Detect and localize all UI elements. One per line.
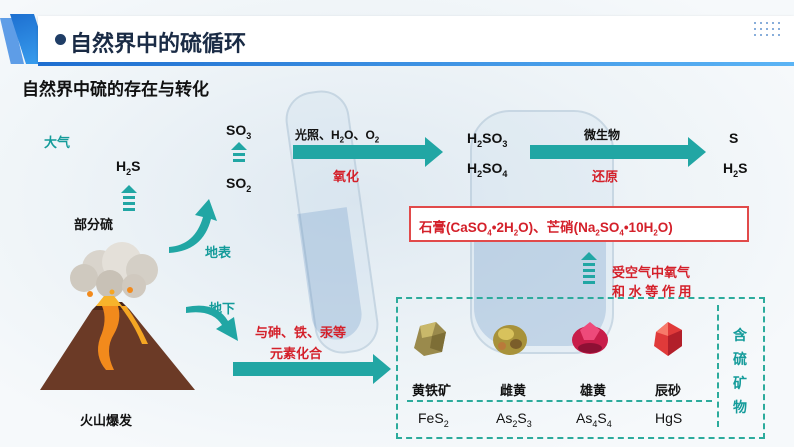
sulfur-minerals-box — [396, 297, 765, 439]
bullet-dot — [55, 34, 66, 45]
curved-arrow-surface — [169, 199, 217, 253]
reaction1-condition: 光照、H2O、O2 — [295, 128, 380, 145]
reaction2-condition: 微生物 — [584, 128, 621, 142]
volcano-label: 火山爆发 — [80, 413, 133, 428]
side-label-4: 物 — [733, 399, 747, 415]
atmosphere-label: 大气 — [44, 135, 71, 150]
volcano-illustration — [40, 242, 195, 390]
h2s-right: H2S — [723, 160, 748, 179]
oxygen-water-line2: 和 水 等 作 用 — [612, 284, 692, 299]
curved-arrow-underground — [186, 305, 238, 341]
oxygen-water-line1: 受空气中氧气 — [612, 265, 691, 280]
header: 自然界中的硫循环 — [0, 0, 794, 70]
header-bar — [38, 16, 794, 66]
arrow-to-minerals — [233, 354, 391, 384]
h2so3-label: H2SO3 — [467, 130, 508, 149]
gypsum-mirabilite-text: 石膏(CaSO4•2H2O)、芒硝(Na2SO4•10H2O) — [419, 220, 673, 238]
partial-sulfur-label: 部分硫 — [74, 217, 114, 232]
volcano-mountain — [40, 310, 195, 390]
formula-realgar: As4S4 — [576, 410, 612, 429]
orpiment-mineral-image — [493, 325, 527, 355]
formula-orpiment: As2S3 — [496, 410, 532, 429]
divider-vertical — [717, 305, 719, 427]
section-subtitle: 自然界中硫的存在与转化 — [22, 80, 209, 100]
decorative-dot-grid — [752, 20, 784, 36]
mineral-name-pyrite: 黄铁矿 — [412, 383, 452, 398]
surface-label: 地表 — [205, 245, 232, 260]
h2so4-label: H2SO4 — [467, 160, 508, 179]
h2s-left: H2S — [116, 158, 141, 177]
lava-flow — [98, 306, 120, 370]
up-arrow-so2-so3 — [233, 142, 245, 162]
oxidation-label: 氧化 — [333, 169, 360, 184]
side-label-1: 含 — [733, 327, 747, 343]
page-title: 自然界中的硫循环 — [70, 32, 247, 57]
pyrite-mineral-image — [414, 322, 446, 356]
sulfur-label: S — [729, 130, 739, 146]
arsenic-condition-line2: 元素化合 — [270, 346, 323, 361]
so2-label: SO2 — [226, 175, 252, 194]
gypsum-mirabilite-box: 石膏(CaSO4•2H2O)、芒硝(Na2SO4•10H2O) — [409, 206, 749, 242]
arrow-oxidation — [293, 137, 443, 167]
volcano-smoke — [70, 242, 158, 298]
formula-pyrite: FeS2 — [418, 410, 449, 429]
arrow-reduction — [530, 137, 706, 167]
mineral-name-orpiment: 雌黄 — [500, 383, 527, 398]
formula-cinnabar: HgS — [655, 410, 683, 426]
so3-label: SO3 — [226, 122, 252, 141]
up-arrow-partial-sulfur — [123, 185, 135, 211]
mineral-name-cinnabar: 辰砂 — [655, 383, 682, 398]
reduction-label: 还原 — [592, 169, 619, 184]
mineral-name-realgar: 雄黄 — [580, 383, 607, 398]
divider-horizontal — [407, 400, 712, 402]
realgar-mineral-image — [572, 322, 608, 354]
up-arrow-to-gypsum — [583, 252, 595, 284]
arsenic-condition-line1: 与砷、铁、汞等 — [255, 325, 347, 340]
cinnabar-mineral-image — [654, 322, 682, 356]
side-label-2: 硫 — [733, 351, 747, 367]
side-label-3: 矿 — [733, 375, 747, 391]
